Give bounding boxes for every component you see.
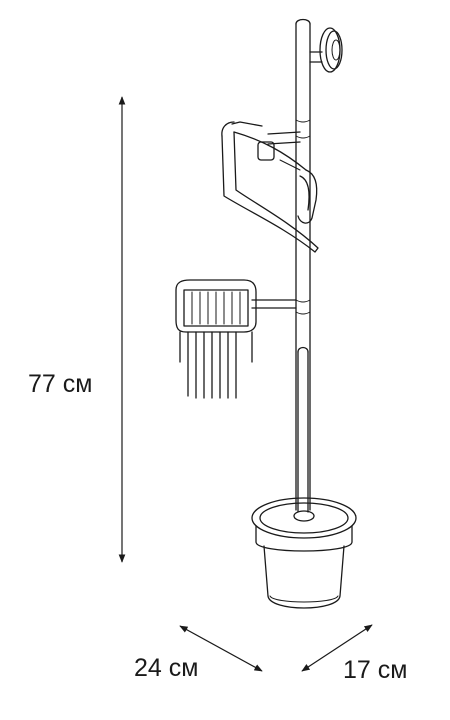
brush-cup — [251, 497, 357, 609]
brush-handle — [293, 346, 315, 522]
toilet-stand-drawing — [175, 18, 357, 609]
height-label: 77 см — [28, 370, 92, 398]
depth-dimension-line — [301, 624, 373, 672]
depth-label: 17 см — [343, 656, 407, 684]
width-dimension-line — [179, 625, 263, 672]
main-pole — [295, 18, 311, 511]
wire-basket — [175, 279, 297, 399]
paper-holder — [221, 121, 319, 253]
width-label: 24 см — [134, 654, 198, 682]
wall-mount — [309, 27, 343, 73]
